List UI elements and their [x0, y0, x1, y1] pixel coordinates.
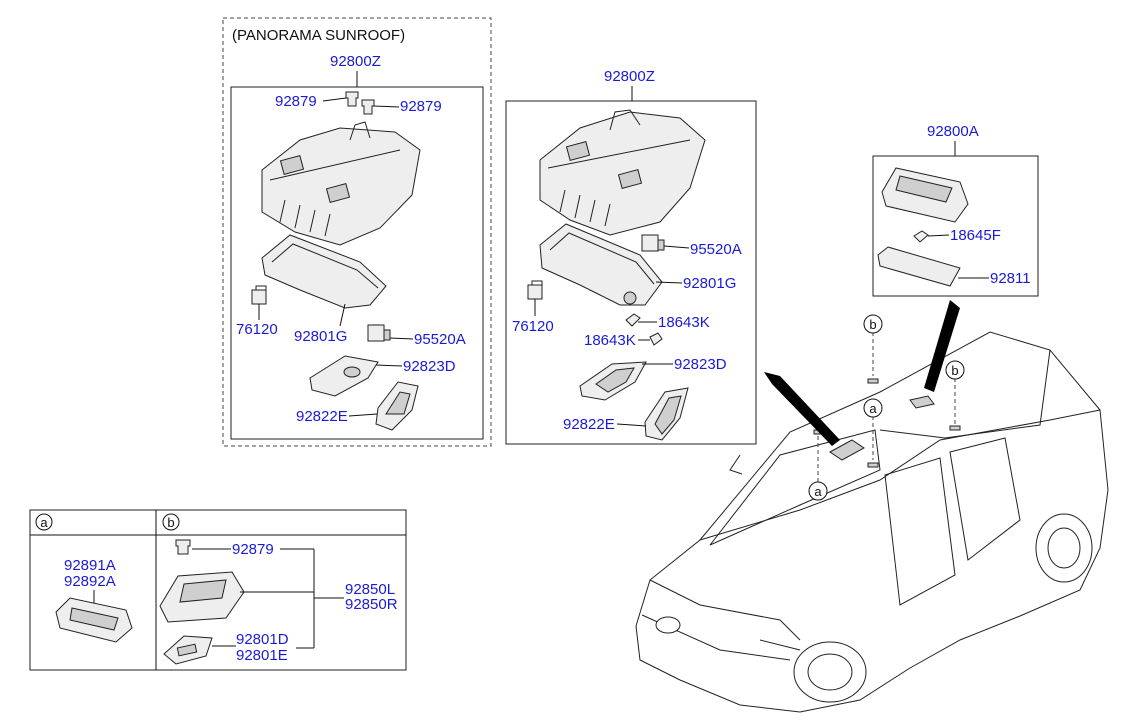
panorama-caption: (PANORAMA SUNROOF) [232, 27, 405, 44]
bulb-icon [625, 313, 663, 346]
ref-a-low: a [814, 484, 822, 499]
part-label-92879-left[interactable]: 92879 [275, 93, 317, 110]
part-label-92801G-panorama[interactable]: 92801G [294, 328, 347, 345]
part-label-92800A[interactable]: 92800A [927, 123, 979, 140]
table-header-b: b [167, 515, 174, 530]
ref-a-mid: a [869, 401, 877, 416]
room-lamp-housing-icon [881, 167, 969, 223]
part-label-92801D[interactable]: 92801D [236, 631, 289, 648]
part-label-92822E-panorama[interactable]: 92822E [296, 408, 348, 425]
part-label-92879-table[interactable]: 92879 [232, 541, 274, 558]
part-label-92811[interactable]: 92811 [990, 270, 1031, 287]
part-label-92822E-standard[interactable]: 92822E [563, 416, 615, 433]
sunglass-case-icon [375, 381, 419, 431]
overhead-console-housing-icon [261, 121, 421, 246]
lens-cover-icon [261, 234, 387, 309]
door-courtesy-lamp-icon [55, 597, 133, 643]
sunglass-case-cover-icon [579, 361, 647, 401]
accessory-table: a b 92891A 92892A 92879 92850L 92850R 9 [29, 509, 407, 671]
part-marker-b-right [949, 425, 961, 431]
bulb-socket-icon [175, 539, 191, 555]
panorama-inner-frame [230, 86, 484, 440]
part-label-76120-panorama[interactable]: 76120 [236, 321, 278, 338]
part-label-92800Z-standard[interactable]: 92800Z [604, 68, 655, 85]
part-label-92801G-standard[interactable]: 92801G [683, 275, 736, 292]
part-label-92892A[interactable]: 92892A [64, 573, 116, 590]
clip-icon [527, 280, 543, 300]
pointer-arrow-icon [924, 300, 960, 392]
panorama-dashed-frame [222, 17, 492, 447]
map-lamp-lens-icon [163, 635, 213, 665]
console-location-icon [829, 439, 865, 461]
vehicle-illustration: b b a a [635, 300, 1109, 713]
part-label-92800Z-panorama[interactable]: 92800Z [330, 53, 381, 70]
part-marker-b-top [867, 378, 879, 384]
standard-console-group: 92800Z 92801G 95520A 76120 [505, 68, 757, 445]
bulb-icon [913, 230, 929, 243]
map-lamp-housing-icon [159, 571, 245, 623]
part-label-76120-standard[interactable]: 76120 [512, 318, 554, 335]
rear-lamp-frame [872, 155, 1039, 297]
part-label-18643K-b[interactable]: 18643K [584, 332, 636, 349]
rear-lamp-group: 92800A 18645F 92811 [872, 123, 1039, 297]
switch-icon [641, 234, 665, 252]
part-label-92801E[interactable]: 92801E [236, 647, 288, 664]
part-label-95520A-standard[interactable]: 95520A [690, 241, 742, 258]
clip-icon [251, 285, 267, 305]
part-label-92823D-panorama[interactable]: 92823D [403, 358, 456, 375]
panorama-sunroof-group: (PANORAMA SUNROOF) 92800Z 92879 92879 92… [222, 17, 492, 447]
sunglass-case-icon [644, 387, 689, 441]
switch-icon [367, 324, 391, 342]
part-label-92879-right[interactable]: 92879 [400, 98, 442, 115]
table-header-a: a [40, 515, 48, 530]
part-label-95520A-panorama[interactable]: 95520A [414, 331, 466, 348]
part-label-92891A[interactable]: 92891A [64, 557, 116, 574]
part-label-92823D-standard[interactable]: 92823D [674, 356, 727, 373]
standard-frame [505, 100, 757, 445]
lens-cover-icon [539, 223, 663, 306]
lamp-lens-icon [877, 246, 961, 287]
part-label-18645F[interactable]: 18645F [950, 227, 1001, 244]
bulb-socket-icon [345, 91, 375, 115]
part-label-92850R[interactable]: 92850R [345, 596, 398, 613]
part-label-18643K-a[interactable]: 18643K [658, 314, 710, 331]
ref-b-top: b [869, 317, 876, 332]
sunglass-case-cover-icon [309, 355, 379, 397]
rear-lamp-location-icon [909, 395, 935, 409]
part-label-92850L[interactable]: 92850L [345, 581, 395, 598]
overhead-console-housing-icon [539, 109, 706, 236]
pointer-arrow-icon [764, 372, 840, 446]
ref-b-right: b [951, 363, 958, 378]
part-marker-a-mid [867, 462, 879, 468]
